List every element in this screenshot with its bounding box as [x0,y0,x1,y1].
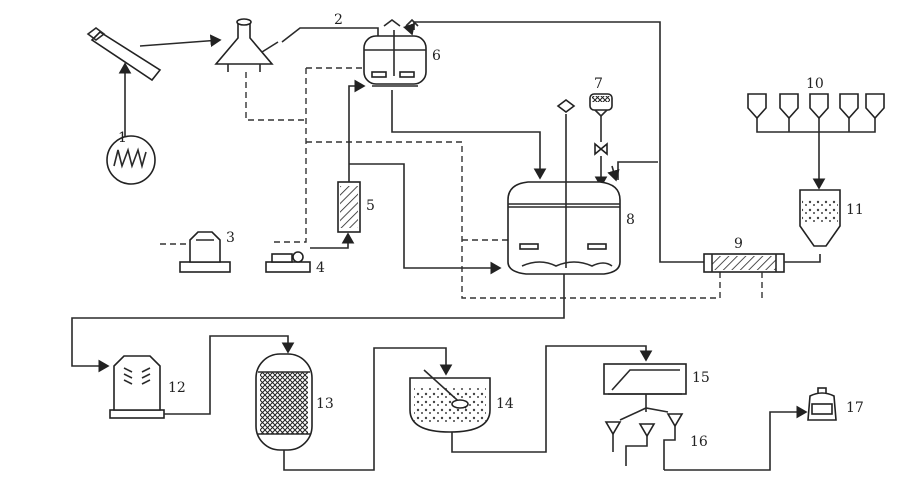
label-6: 6 [432,48,441,64]
label-4: 4 [316,260,325,276]
tank8-to-centrifuge12 [71,274,565,373]
tank8-inlet-arrow [607,165,620,182]
label-14: 14 [496,396,514,412]
label-12: 12 [168,380,186,396]
fermenter-8 [507,99,621,275]
hx-to-tank11 [784,254,821,263]
column-to-crystallizer14 [283,347,453,471]
mixing-tank-11 [799,189,841,247]
air-compressor-3 [179,231,231,273]
label-3: 3 [226,230,235,246]
tank6-to-tank8 [391,90,547,180]
label-11: 11 [846,202,864,218]
slant-tube [86,27,162,82]
tank8-top-line [617,161,658,180]
flask-to-tank6-line [281,27,379,43]
heat-exchanger-9 [703,253,785,273]
heater-1 [106,135,156,185]
filter5-to-tank6 [348,79,366,176]
centrifuge-to-column13 [164,335,295,415]
air-to-filter9 [306,141,721,299]
return-arrow [402,22,416,36]
pump-4 [265,251,311,273]
label-5: 5 [366,198,375,214]
seed-tank-6 [363,18,427,87]
column-13 [255,353,313,451]
label-15: 15 [692,370,710,386]
label-1: 1 [118,130,127,146]
label-2: 2 [334,12,343,28]
filter5-to-tank8 [349,163,502,275]
label-10: 10 [806,76,824,92]
air-main-dashed [270,68,307,243]
seed-flask [214,18,279,72]
feed-vessel-7 [589,93,613,156]
product-bottle-17 [807,387,837,421]
label-13: 13 [316,396,334,412]
label-8: 8 [626,212,635,228]
filter-5 [337,176,361,233]
funnels-to-bottle17 [664,405,808,471]
label-16: 16 [690,434,708,450]
crystallizer-to-dryer15 [451,345,653,453]
label-7: 7 [594,76,603,92]
pump-to-filter5 [310,232,355,249]
tube-to-flask-line [139,34,222,48]
funnels-16 [604,407,684,470]
label-9: 9 [734,236,743,252]
crystallizer-14 [409,369,491,433]
label-17: 17 [846,400,864,416]
dryer-15 [603,363,687,395]
air-line-flask [245,72,306,121]
feed-bottles-10 [747,93,885,133]
centrifuge-12 [109,355,165,419]
